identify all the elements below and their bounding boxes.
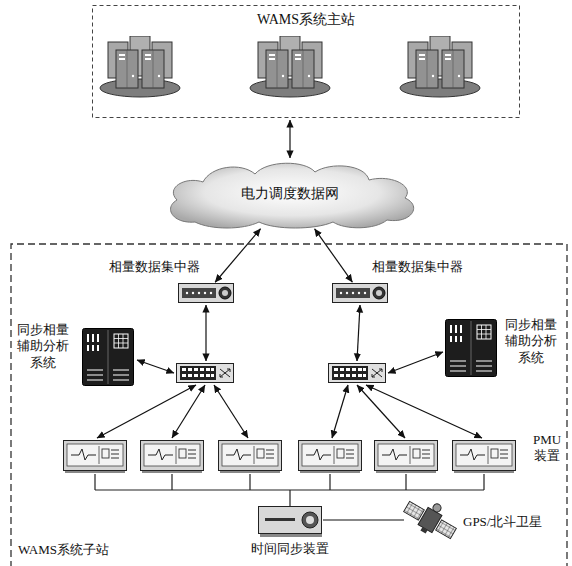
connector-arrow xyxy=(315,229,353,282)
region-title: WAMS系统子站 xyxy=(18,542,109,558)
link-arrow xyxy=(357,385,405,438)
data-concentrator: 相量数据集中器 xyxy=(178,283,234,303)
switch-icon xyxy=(177,364,234,383)
dashed-border xyxy=(93,6,520,118)
pmu-icon xyxy=(453,441,516,474)
link-arrows xyxy=(97,305,482,438)
server-cluster xyxy=(250,36,330,97)
analysis-system: 同步相量 辅助分析 系统 xyxy=(445,319,497,377)
device-label: 同步相量 辅助分析 系统 xyxy=(14,322,72,371)
connector-arrow xyxy=(215,229,260,282)
region-title: WAMS系统主站 xyxy=(92,11,520,29)
server-cluster xyxy=(100,36,480,97)
link-arrow xyxy=(214,385,248,438)
time-sync-device: 时间同步装置 xyxy=(258,506,322,534)
substation-region: 相量数据集中器相量数据集中器同步相量 辅助分析 系统同步相量 辅助分析 系统时间… xyxy=(10,243,568,566)
link-arrow xyxy=(205,305,206,361)
device-label: 时间同步装置 xyxy=(251,541,329,557)
server-cluster xyxy=(400,36,480,97)
concentrator-icon xyxy=(333,284,388,303)
network-cloud: 电力调度数据网 xyxy=(155,160,425,228)
link-arrow xyxy=(97,385,196,438)
pmu-icon xyxy=(299,441,362,474)
sync-bus-wire xyxy=(95,474,484,506)
cabinet-icon xyxy=(83,329,134,386)
pmu-icon xyxy=(219,441,282,474)
server-cluster xyxy=(100,36,180,97)
device-label: 相量数据集中器 xyxy=(109,259,200,275)
satellite-icon xyxy=(400,491,463,546)
link-arrow xyxy=(137,360,174,373)
master-station-region: WAMS系统主站 xyxy=(92,5,520,118)
pmu-icon xyxy=(64,441,127,474)
time-sync-icon xyxy=(259,507,323,538)
data-concentrator: 相量数据集中器 xyxy=(332,283,388,303)
pmu-icons xyxy=(64,441,516,474)
device-group-label: PMU 装置 xyxy=(528,432,566,465)
link-arrow xyxy=(357,305,360,361)
cabinet-icon xyxy=(446,320,497,377)
connector-arrow xyxy=(289,120,290,158)
cloud-label: 电力调度数据网 xyxy=(155,185,425,203)
connector-line xyxy=(323,519,404,520)
device-label: GPS/北斗卫星 xyxy=(463,514,542,530)
satellite: GPS/北斗卫星 xyxy=(405,498,455,542)
link-arrow xyxy=(172,385,205,438)
concentrator-icon xyxy=(179,284,234,303)
dashed-border xyxy=(11,244,567,566)
device-label: 同步相量 辅助分析 系统 xyxy=(502,317,560,366)
link-arrow xyxy=(332,385,348,438)
link-arrow xyxy=(388,352,443,373)
pmu-icon xyxy=(375,441,438,474)
link-arrow xyxy=(366,385,482,438)
switch-icon xyxy=(329,364,386,383)
pmu-icon xyxy=(141,441,204,474)
device-label: 相量数据集中器 xyxy=(372,259,463,275)
analysis-system: 同步相量 辅助分析 系统 xyxy=(82,328,134,385)
